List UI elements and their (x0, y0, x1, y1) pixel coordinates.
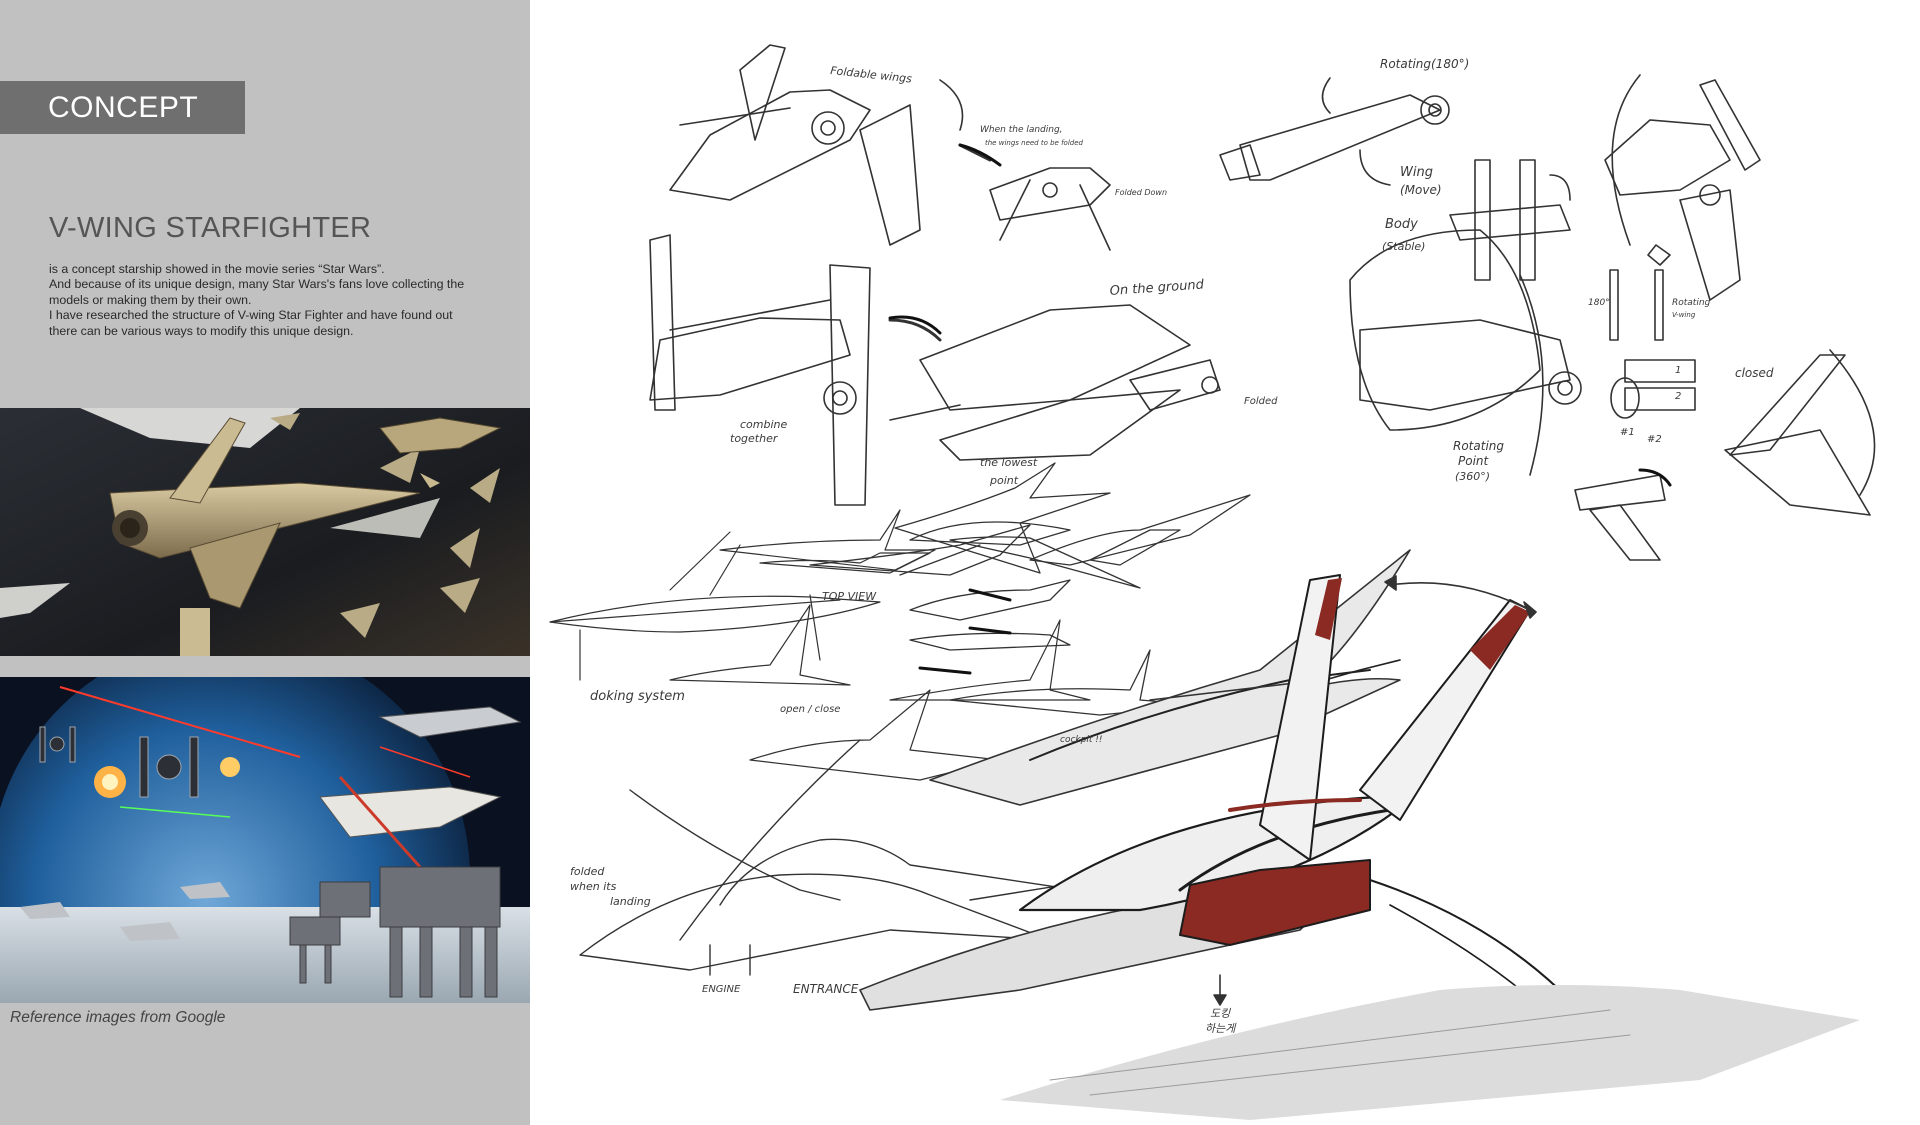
left-panel: CONCEPT V-WING STARFIGHTER is a concept … (0, 0, 530, 1125)
note-rotating-point: Rotating (1453, 439, 1504, 453)
reference-image-battle (0, 677, 530, 1003)
description-line: is a concept starship showed in the movi… (49, 262, 385, 276)
sketch-top-view (549, 531, 881, 681)
sketch-combine-together (649, 234, 871, 506)
note-point: point (989, 474, 1019, 487)
page-title: V-WING STARFIGHTER (49, 212, 372, 244)
note-folded-landing-2: when its (570, 880, 617, 893)
note-folded-landing-3: landing (610, 895, 651, 908)
sketch-foldable-wings (669, 44, 964, 246)
sketch-docking-ships (669, 509, 1091, 781)
description-line: I have researched the structure of V-win… (49, 308, 453, 338)
note-engine: ENGINE (702, 984, 741, 995)
note-rotating-360: (360°) (1455, 470, 1490, 483)
note-on-the-ground: On the ground (1109, 277, 1205, 299)
note-top-view: TOP VIEW (822, 590, 877, 603)
description: is a concept starship showed in the movi… (49, 262, 479, 339)
note-open-close: open / close (780, 704, 840, 715)
sketch-hero-vwing (859, 574, 1860, 1120)
sketch-closed-joint (1609, 269, 1876, 516)
sketch-on-the-ground (888, 304, 1221, 461)
concept-tab: CONCEPT (0, 81, 245, 134)
note-wing: Wing (1400, 165, 1433, 180)
note-wing-move: (Move) (1400, 183, 1442, 197)
note-korean-1: 도킹 (1210, 1007, 1231, 1020)
note-folded-landing-1: folded (570, 865, 605, 878)
sketch-rotating-point (1349, 229, 1582, 476)
note-num-1: 1 (1675, 365, 1681, 376)
note-rotating-vwing-2: V-wing (1672, 311, 1696, 319)
sketch-wing-top (894, 462, 1251, 574)
note-together: together (730, 432, 779, 445)
note-folded: Folded (1244, 396, 1278, 407)
note-when-landing: When the landing, (980, 125, 1063, 135)
sketch-small-hinge (1574, 474, 1666, 561)
note-num-2: 2 (1675, 391, 1681, 402)
note-closed: closed (1735, 366, 1774, 380)
note-body: Body (1385, 217, 1418, 232)
note-hash-2: #2 (1647, 434, 1662, 445)
sketch-landing-folded (958, 143, 1111, 251)
note-entrance: ENTRANCE (793, 982, 859, 996)
note-foldable-wings: Foldable wings (830, 64, 913, 86)
reference-caption: Reference images from Google (10, 1009, 226, 1026)
sketch-annotations: Foldable wings When the landing, the win… (570, 57, 1774, 1035)
note-rotating-180: Rotating(180°) (1380, 57, 1469, 71)
note-wings-folded: the wings need to be folded (985, 139, 1084, 147)
sketch-area: Foldable wings When the landing, the win… (530, 0, 1920, 1125)
note-cockpit: cockpit !! (1060, 735, 1102, 745)
note-angle-180: 180° (1588, 298, 1610, 308)
note-body-stable: (Stable) (1382, 240, 1425, 253)
reference-image-fleet (0, 408, 530, 656)
sketch-rotating-wing (1219, 77, 1450, 186)
note-folded-down: Folded Down (1115, 188, 1167, 197)
note-lowest: the lowest (980, 456, 1038, 469)
sketch-rotating-vwing (1604, 74, 1761, 301)
sketch-shaded-vwing (929, 549, 1411, 806)
note-rotating-point-2: Point (1458, 454, 1490, 468)
description-line: And because of its unique design, many S… (49, 277, 465, 307)
note-rotating-vwing: Rotating (1672, 298, 1711, 308)
sketch-wing-body (1449, 159, 1571, 281)
note-korean-2: 하는게 (1205, 1022, 1237, 1035)
note-docking-system: doking system (590, 689, 685, 704)
note-combine: combine (740, 418, 788, 431)
note-hash-1: #1 (1620, 427, 1635, 438)
